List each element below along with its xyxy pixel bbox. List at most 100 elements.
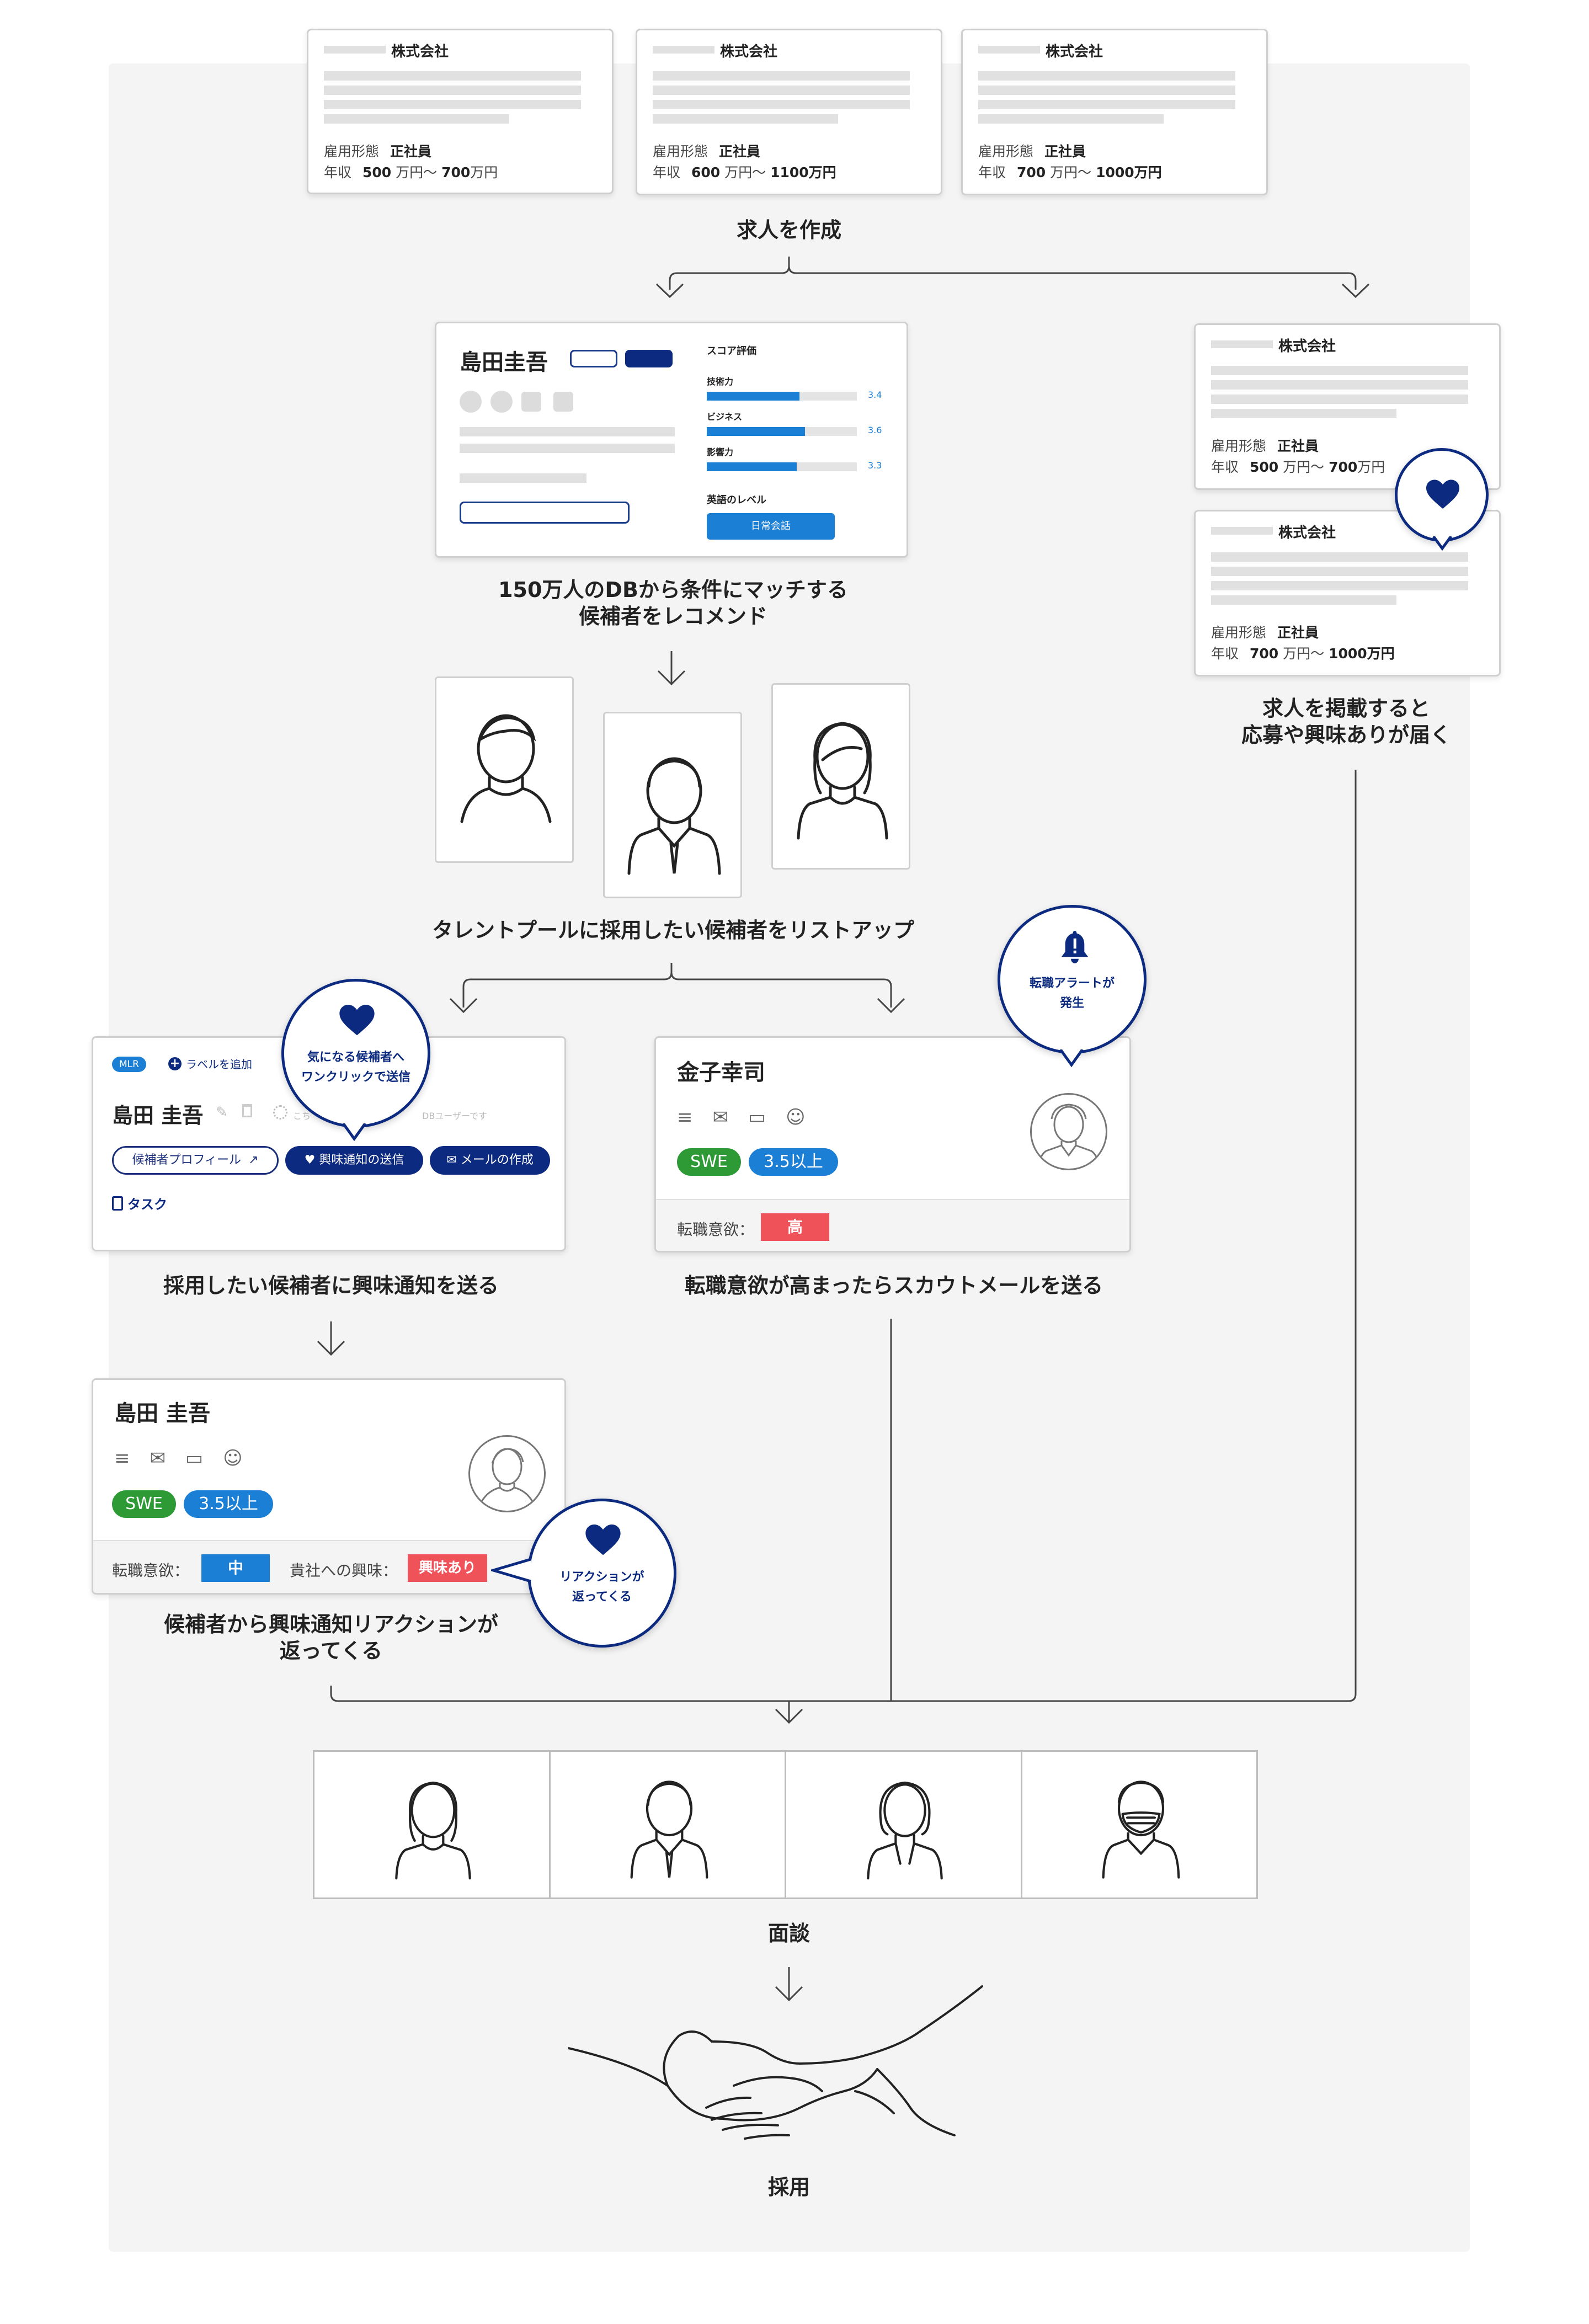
alert-bubble: 転職アラートが 発生: [998, 905, 1147, 1054]
user-check-icon[interactable]: ☺: [786, 1106, 806, 1128]
alert-bubble-text: 転職アラートが 発生: [1029, 977, 1115, 1010]
employment-label: 雇用形態: [978, 143, 1034, 159]
salary-max: 1000万円: [1096, 164, 1162, 180]
list-icon[interactable]: ≡: [114, 1447, 130, 1469]
recommend-filled-tag: [625, 350, 673, 367]
mail-search-icon[interactable]: ✉: [712, 1106, 729, 1128]
salary-max: 1000万円: [1329, 646, 1395, 662]
kaneko-name: 金子幸司: [677, 1060, 765, 1085]
score-value: 3.3: [868, 460, 882, 471]
shimada-result-footer: 転職意欲： 中 貴社への興味： 興味あり: [93, 1540, 564, 1593]
kaneko-footer: 転職意欲： 高: [656, 1199, 1129, 1251]
job-card[interactable]: 株式会社 雇用形態 正社員 年収 500 万円〜 700万円: [1194, 323, 1501, 490]
man-casual-icon: [460, 714, 552, 823]
job-card[interactable]: 株式会社 雇用形態 正社員 年収 700 万円〜 1000万円: [961, 29, 1268, 195]
salary-unit: 万円: [1357, 459, 1385, 475]
shimada-avatar: [468, 1435, 546, 1512]
salary-row: 年収 700 万円〜 1000万円: [978, 162, 1162, 182]
motivation-badge-high: 高: [761, 1213, 829, 1241]
trash-icon[interactable]: [242, 1104, 252, 1117]
salary-mid: 万円〜: [724, 164, 766, 180]
mail-search-icon[interactable]: ✉: [150, 1447, 166, 1469]
step-listup: タレントプールに採用したい候補者をリストアップ: [431, 918, 914, 942]
motivation-badge-mid: 中: [201, 1554, 270, 1582]
employment-row: 雇用形態 正社員: [1211, 435, 1319, 455]
salary-mid: 万円〜: [1283, 646, 1325, 662]
interview-slot-4: [1022, 1752, 1257, 1897]
score-value: 3.6: [868, 425, 882, 435]
edit-icon[interactable]: ✎: [216, 1104, 228, 1121]
motivation-label: 転職意欲：: [112, 1561, 190, 1580]
salary-label: 年収: [1211, 646, 1239, 662]
interest-badge: 興味あり: [408, 1554, 487, 1582]
recommend-card[interactable]: 島田圭吾 スコア評価 技術力 3.4 ビジネス 3.6 影響力 3.3 英語のレ…: [435, 322, 908, 558]
kaneko-card[interactable]: 金子幸司 ≡ ✉ ▭ ☺ SWE 3.5以上 転職意欲： 高: [654, 1036, 1131, 1252]
man-suit-icon: [1037, 1104, 1100, 1169]
bell-icon: [1061, 931, 1089, 963]
employment-value: 正社員: [718, 143, 760, 159]
handshake-icon: [568, 1985, 983, 2140]
company-name: 株式会社: [1278, 338, 1336, 355]
posting-heart-bubble: [1395, 448, 1489, 542]
woman-icon: [797, 722, 888, 840]
add-label-button[interactable]: + ラベルを追加: [168, 1056, 252, 1072]
interview-candidates-row: [313, 1750, 1258, 1899]
man-suit-icon: [630, 1781, 708, 1879]
salary-min: 600: [691, 164, 721, 180]
step-reaction: 候補者から興味通知リアクションが 返ってくる: [163, 1612, 499, 1663]
alert-bubble-tail: [1059, 1049, 1084, 1067]
score-value: 3.4: [868, 390, 882, 400]
employment-row: 雇用形態 正社員: [324, 141, 431, 161]
salary-row: 年収 500 万円〜 700万円: [1211, 456, 1385, 476]
send-interest-button[interactable]: ♥ 興味通知の送信: [285, 1146, 423, 1175]
man-mask-icon: [1102, 1781, 1180, 1879]
compose-mail-button[interactable]: ✉ メールの作成: [430, 1146, 550, 1175]
english-title: 英語のレベル: [707, 494, 766, 506]
comment-icon[interactable]: ▭: [748, 1106, 766, 1128]
employment-label: 雇用形態: [324, 143, 380, 159]
salary-mid: 万円〜: [1283, 459, 1325, 475]
list-icon[interactable]: ≡: [677, 1106, 693, 1128]
interest-bubble-tail: [342, 1123, 366, 1141]
score-fill: [707, 427, 805, 436]
heart-icon: ♥: [304, 1153, 316, 1167]
motivation-label: 転職意欲：: [677, 1220, 755, 1239]
kaneko-avatar: [1030, 1093, 1107, 1170]
shimada-tag-swe: SWE: [112, 1490, 176, 1518]
task-link[interactable]: タスク: [112, 1193, 167, 1213]
profile-button[interactable]: 候補者プロフィール ↗: [112, 1146, 279, 1175]
interest-bubble: 気になる候補者へ ワンクリックで送信: [281, 979, 430, 1128]
comment-icon[interactable]: ▭: [185, 1447, 204, 1469]
recommend-outline-button[interactable]: [460, 502, 630, 524]
salary-label: 年収: [978, 164, 1006, 180]
job-card[interactable]: 株式会社 雇用形態 正社員 年収 500 万円〜 700万円: [307, 29, 614, 194]
user-check-icon[interactable]: ☺: [223, 1447, 243, 1469]
salary-max: 1100万円: [770, 164, 836, 180]
score-label: 影響力: [707, 447, 734, 457]
candidate-portrait-3: [771, 683, 910, 870]
user-hint: DBユーザーです: [422, 1111, 488, 1121]
salary-min: 500: [1249, 459, 1279, 475]
mlr-badge: MLR: [112, 1057, 146, 1072]
recommend-candidate-name: 島田圭吾: [460, 350, 548, 375]
recommend-outline-tag: [570, 350, 617, 367]
reaction-bubble-text: リアクションが 返ってくる: [559, 1570, 644, 1604]
salary-row: 年収 700 万円〜 1000万円: [1211, 643, 1395, 663]
score-title: スコア評価: [707, 345, 756, 357]
score-fill: [707, 462, 797, 471]
clipboard-icon: [112, 1196, 123, 1211]
shimada-result-card[interactable]: 島田 圭吾 ≡ ✉ ▭ ☺ SWE 3.5以上 転職意欲： 中 貴社への興味： …: [92, 1378, 566, 1595]
step-posting: 求人を掲載すると 応募や興味ありが届く: [1241, 696, 1451, 747]
salary-label: 年収: [1211, 459, 1239, 475]
employment-row: 雇用形態 正社員: [653, 141, 760, 161]
salary-min: 500: [362, 164, 392, 180]
shimada-name: 島田 圭吾: [112, 1104, 204, 1128]
salary-unit: 万円: [470, 164, 498, 180]
send-interest-label: 興味通知の送信: [319, 1153, 404, 1167]
company-name: 株式会社: [1278, 525, 1336, 541]
job-card[interactable]: 株式会社 雇用形態 正社員 年収 600 万円〜 1100万円: [636, 29, 942, 195]
woman-short-hair-icon: [867, 1781, 943, 1880]
external-link-icon: ↗: [248, 1153, 259, 1167]
posting-bubble-tail: [1432, 536, 1452, 551]
